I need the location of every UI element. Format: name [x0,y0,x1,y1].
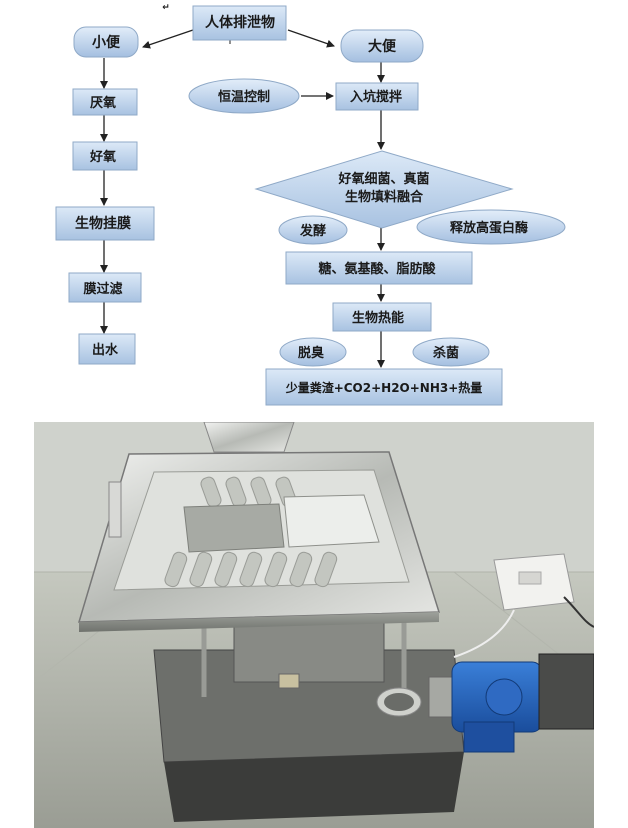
node-membrane-label: 膜过滤 [83,281,122,297]
node-protease-label: 释放高蛋白酶 [450,220,528,236]
node-anaerobic-label: 厌氧 [90,95,116,111]
node-anaerobic-box [72,88,138,116]
node-products-box [285,251,473,285]
node-water-box [78,333,136,365]
node-sterilize-label: 杀菌 [433,345,459,361]
node-protease-ellipse [416,209,566,245]
node-products-label: 糖、氨基酸、脂肪酸 [318,261,436,277]
process-flow-diagram: 人体排泄物 ↵ 小便 厌氧 好氧 生物挂膜 膜过滤 出水 大便 恒温控制 入坑搅… [55,3,566,406]
node-thermostat-label: 恒温控制 [218,89,270,105]
node-feces-box [340,29,424,63]
node-heat-box [332,302,432,332]
control-box [453,553,594,658]
node-fusion-label-2: 生物填料融合 [345,189,424,205]
node-urine-label: 小便 [92,34,121,51]
node-top-box [192,5,287,41]
equipment-photo [34,422,594,828]
node-deodor-ellipse [279,337,347,367]
node-heat-label: 生物热能 [352,310,404,326]
node-deodor-label: 脱臭 [298,345,324,361]
node-stirring-label: 入坑搅拌 [350,89,402,105]
node-aerobic-label: 好氧 [89,149,116,165]
node-thermostat-ellipse [188,78,300,114]
node-water-label: 出水 [92,342,119,358]
node-sterilize-ellipse [412,337,490,367]
node-final-label: 少量粪渣+CO2+H2O+NH3+热量 [285,380,483,395]
node-biofilm-label: 生物挂膜 [75,215,131,232]
node-final-box [265,368,503,406]
node-fusion-label-1: 好氧细菌、真菌 [337,171,429,187]
node-urine-box [73,26,139,58]
paragraph-mark-top: ↵ [162,3,170,13]
node-fusion-diamond [254,150,514,229]
node-ferment-label: 发酵 [299,223,326,239]
exhaust-pipe [203,422,295,453]
node-biofilm-box [55,206,155,241]
node-aerobic-box [72,141,138,171]
anti-slip-grooves [164,476,338,588]
node-ferment-ellipse [278,215,348,245]
arrow-top-to-feces [287,29,335,48]
node-feces-label: 大便 [368,38,397,55]
blue-gear-motor [428,653,594,753]
node-stirring-box [335,82,419,111]
node-membrane-box [68,272,142,303]
node-top-label: 人体排泄物 [205,14,275,31]
arrow-top-to-urine [142,29,194,49]
equipment-illustration [34,422,594,828]
